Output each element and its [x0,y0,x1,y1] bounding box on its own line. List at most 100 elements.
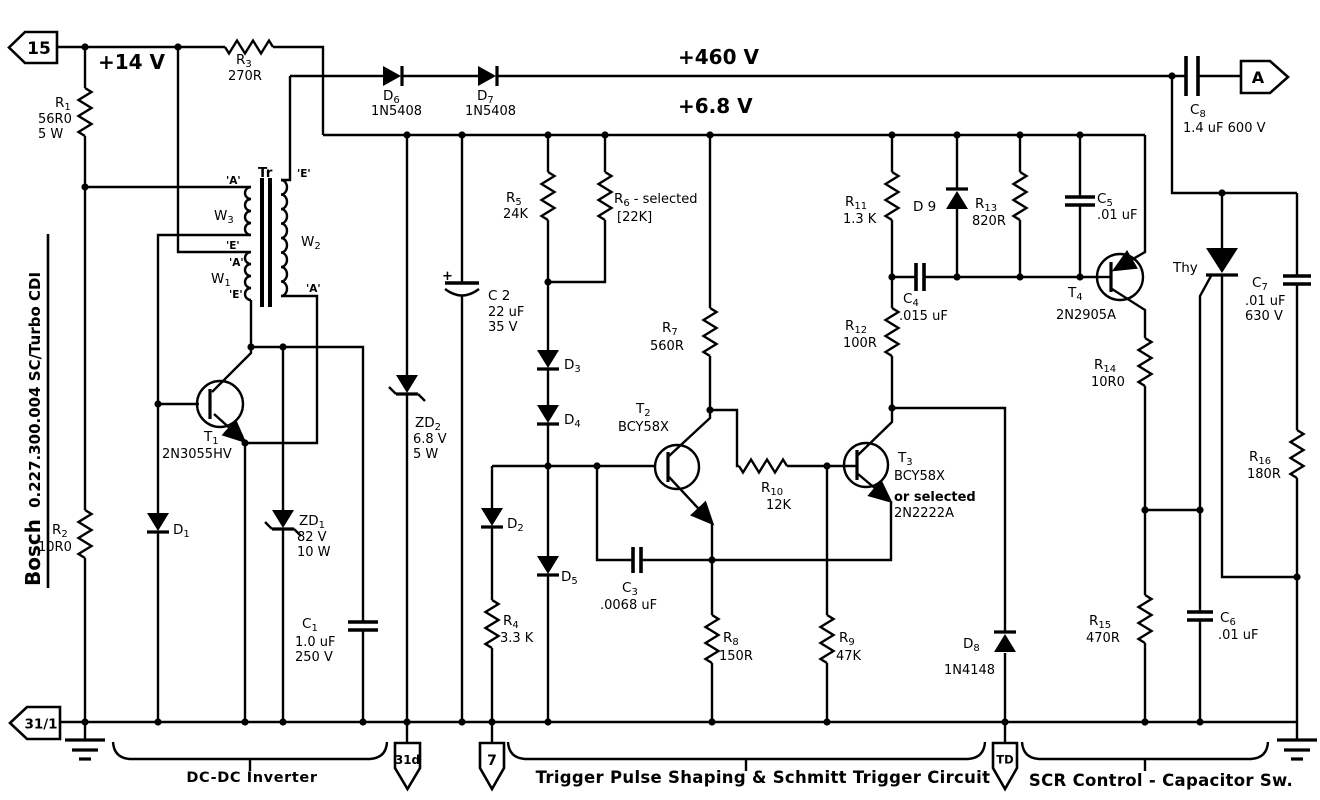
value-zd2: 6.8 V [413,432,447,447]
capacitor-c4 [914,263,926,291]
value-c8: 1.4 uF 600 V [1183,121,1266,136]
value-zd1: 82 V [297,530,327,545]
diodes [147,66,1238,652]
ground-left [65,722,105,761]
diode-d9 [946,187,968,209]
label-t3: T3 [897,450,913,468]
value-zd2-w: 5 W [413,447,438,462]
label-w1-a: 'A' [229,257,244,269]
svg-text:Bosch 0.227.300.004 SC/: Bosch 0.227.300.004 SC/Turbo CDI [21,272,45,586]
label-c2: C 2 [488,288,510,304]
diode-d3 [537,350,559,371]
junction-dots [81,43,1301,726]
value-r7: 560R [650,339,684,354]
label-r8: R8 [723,630,739,648]
label-c6: C6 [1220,610,1236,628]
value-c7: .01 uF [1245,294,1286,309]
transformer-tr [243,178,289,307]
label-t2: T2 [635,401,651,419]
value-r4: 3.3 K [500,631,534,646]
value-zd1-w: 10 W [297,545,331,560]
resistor-r3 [223,38,275,56]
label-c8: C8 [1190,102,1206,120]
label-d7: D7 [477,88,494,106]
resistor-r15 [1136,593,1154,645]
label-tr: Tr [258,165,273,181]
connector-7-label: 7 [487,753,497,769]
value-c3: .0068 uF [600,598,657,613]
value-t1: 2N3055HV [162,447,232,462]
value-r6: [22K] [617,210,652,225]
resistor-r6 [596,170,614,222]
value-t3: BCY58X [894,469,945,484]
resistor-r9 [818,613,836,665]
value-c1: 1.0 uF [295,635,336,650]
section-braces [111,741,1270,771]
value-c6: .01 uF [1218,628,1259,643]
capacitor-c2 [444,281,480,297]
connector-td-label: TD [996,753,1013,767]
capacitor-c7 [1283,274,1311,286]
value-r8: 150R [719,649,753,664]
value-t3-note: or selected [894,490,976,505]
label-r2: R2 [52,522,68,540]
diode-d4 [537,405,559,426]
label-t4: T4 [1067,285,1083,303]
label-r9: R9 [839,630,855,648]
label-r4: R4 [503,613,519,631]
connector-a: A [1239,59,1290,95]
transistors [195,252,1145,526]
value-r15: 470R [1086,631,1120,646]
diode-d8 [994,630,1016,652]
thyristor-thy [1206,248,1238,277]
label-r14: R14 [1094,357,1116,375]
label-r6: R6- selected [614,191,697,209]
label-c5: C5 [1097,191,1113,209]
diode-d2 [481,508,503,529]
zener-zd2 [388,375,426,402]
value-r16: 180R [1247,467,1281,482]
connector-15-label: 15 [27,39,51,59]
winding-w2 [280,178,289,298]
connector-31d: 31d [393,741,422,792]
value-r1-w: 5 W [38,127,63,142]
connector-15: 15 [7,30,59,65]
resistors [76,38,1306,665]
value-r12: 100R [843,336,877,351]
value-r10: 12K [766,498,792,513]
label-c2-plus: + [442,269,453,284]
label-d1: D1 [173,522,190,540]
value-r5: 24K [503,207,529,222]
value-r9: 47K [836,649,862,664]
diode-d1 [147,513,169,534]
label-d3: D3 [564,357,581,375]
rail-label-14v: +14 V [98,50,166,74]
diode-d5 [537,556,559,577]
resistor-r13 [1011,170,1029,222]
label-d6: D6 [383,88,400,106]
label-d8: D8 [963,636,980,654]
label-r12: R12 [845,318,867,336]
label-w3-e: 'E' [226,240,240,252]
wire-network [57,45,1299,743]
value-c2: 22 uF [488,305,524,320]
section-label-scr: SCR Control - Capacitor Sw. [1029,771,1293,790]
label-r15: R15 [1089,613,1111,631]
value-d7: 1N5408 [465,104,516,119]
capacitor-c3 [631,547,643,573]
value-r1: 56R0 [38,112,72,127]
ground-right [1277,722,1317,761]
connector-31d-label: 31d [395,753,420,767]
capacitor-c5 [1065,195,1095,207]
label-r16: R16 [1249,449,1271,467]
connector-31-1: 31/1 [8,705,62,741]
capacitor-c8 [1184,56,1200,96]
value-c5: .01 uF [1097,208,1138,223]
transistor-t2 [653,443,715,526]
component-labels: Tr W3 W1 W2 'A' 'E' 'A' 'E' 'E' 'A' R1 5… [38,52,1286,678]
label-w3: W3 [214,208,234,226]
label-d2: D2 [507,516,524,534]
label-w2-e: 'E' [297,168,311,180]
label-d5: D5 [561,569,578,587]
